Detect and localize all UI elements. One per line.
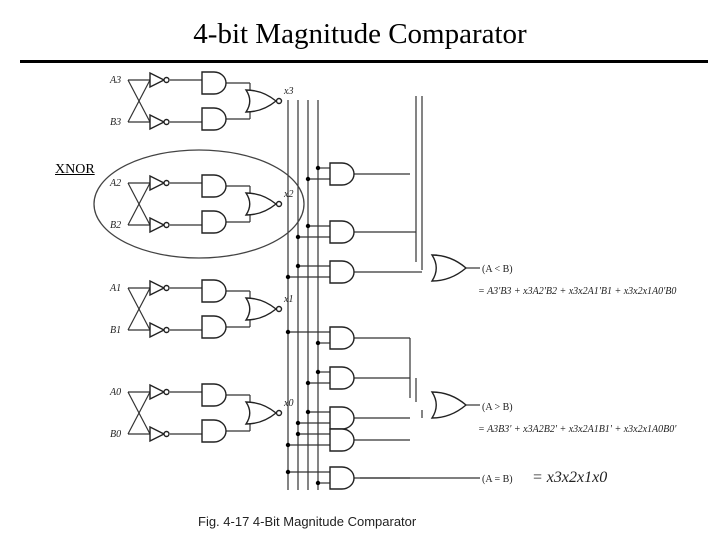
xnor-callout-ellipse: [93, 149, 305, 259]
signal-labels: A3B3 x3A2B2 x2A1B1 x1A0B0 x0 (A < B) = A3'B3 +…: [109, 75, 677, 486]
wire: [127, 182, 151, 226]
junction-dot: [305, 223, 311, 229]
inverter-b: [149, 216, 166, 234]
compare-and-gate: [329, 366, 355, 390]
title-underline: [20, 60, 708, 63]
input-label-a: A1: [109, 283, 121, 294]
input-label-b: B1: [110, 325, 121, 336]
xnor-and-gate: [201, 419, 227, 443]
xnor-and-gate: [201, 71, 227, 95]
inverter-bubble: [163, 430, 170, 438]
wire: [127, 287, 151, 331]
inverter-bubble: [163, 179, 170, 187]
xnor-and-gate: [201, 174, 227, 198]
compare-and-gate: [329, 220, 355, 244]
input-label-a: A3: [109, 75, 121, 86]
junction-dot: [315, 165, 321, 171]
inverter-bubble: [163, 388, 170, 396]
junction-dot: [315, 369, 321, 375]
compare-and-gate: [329, 326, 355, 350]
junction-dot: [285, 469, 291, 475]
compare-and-gate: [329, 466, 355, 490]
gt-output-label: (A > B): [482, 402, 513, 413]
xnor-nor-gate: [244, 89, 278, 113]
xnor-callout-label: XNOR: [55, 162, 95, 177]
inverter-a: [149, 383, 166, 401]
junction-dot: [305, 409, 311, 415]
lt-expression: = A3'B3 + x3A2'B2 + x3x2A1'B1 + x3x2x1A0…: [478, 286, 676, 297]
inverter-bubble: [163, 118, 170, 126]
junction-dot: [305, 176, 311, 182]
inverter-b: [149, 113, 166, 131]
junction-dot: [315, 340, 321, 346]
less-than-or-gate: [430, 254, 468, 282]
xnor-nor-gate: [244, 401, 278, 425]
logic-gates: [149, 71, 468, 490]
nor-bubble: [275, 97, 283, 105]
xnor-nor-gate: [244, 297, 278, 321]
inverter-b: [149, 425, 166, 443]
x-output-label: x3: [283, 86, 293, 97]
inverter-b: [149, 321, 166, 339]
nor-bubble: [275, 305, 283, 313]
input-label-b: B0: [110, 429, 121, 440]
junction-dot: [315, 480, 321, 486]
inverter-a: [149, 71, 166, 89]
inverter-bubble: [163, 284, 170, 292]
slide-title: 4-bit Magnitude Comparator: [193, 18, 527, 50]
junction-dot: [305, 380, 311, 386]
x-output-label: x2: [283, 189, 293, 200]
junction-dot: [295, 420, 301, 426]
inverter-a: [149, 174, 166, 192]
eq-output-label: (A = B): [482, 474, 513, 485]
inverter-bubble: [163, 76, 170, 84]
xnor-and-gate: [201, 107, 227, 131]
nor-bubble: [275, 409, 283, 417]
junction-dot: [295, 431, 301, 437]
lt-output-label: (A < B): [482, 264, 513, 275]
inverter-bubble: [163, 326, 170, 334]
inverter-bubble: [163, 221, 170, 229]
compare-and-gate: [329, 260, 355, 284]
junction-dot: [285, 442, 291, 448]
junction-dot: [285, 329, 291, 335]
input-label-a: A0: [109, 387, 121, 398]
junction-dot: [295, 234, 301, 240]
xnor-and-gate: [201, 210, 227, 234]
gt-expression: = A3B3' + x3A2B2' + x3x2A1B1' + x3x2x1A0…: [478, 424, 677, 435]
circuit-wires: [127, 79, 480, 490]
xnor-and-gate: [201, 383, 227, 407]
wire: [127, 79, 151, 123]
greater-than-or-gate: [430, 391, 468, 419]
compare-and-gate: [329, 162, 355, 186]
junction-dot: [295, 263, 301, 269]
compare-and-gate: [329, 428, 355, 452]
xnor-and-gate: [201, 315, 227, 339]
xnor-nor-gate: [244, 192, 278, 216]
wire: [127, 391, 151, 435]
input-label-b: B3: [110, 117, 121, 128]
input-label-a: A2: [109, 178, 121, 189]
figure-caption: Fig. 4-17 4-Bit Magnitude Comparator: [198, 514, 417, 529]
input-label-b: B2: [110, 220, 121, 231]
nor-bubble: [275, 200, 283, 208]
x-output-label: x0: [283, 398, 293, 409]
x-output-label: x1: [283, 294, 293, 305]
xnor-and-gate: [201, 279, 227, 303]
compare-and-gate: [329, 406, 355, 430]
eq-expression: = x3x2x1x0: [532, 469, 607, 486]
junction-dot: [285, 274, 291, 280]
inverter-a: [149, 279, 166, 297]
